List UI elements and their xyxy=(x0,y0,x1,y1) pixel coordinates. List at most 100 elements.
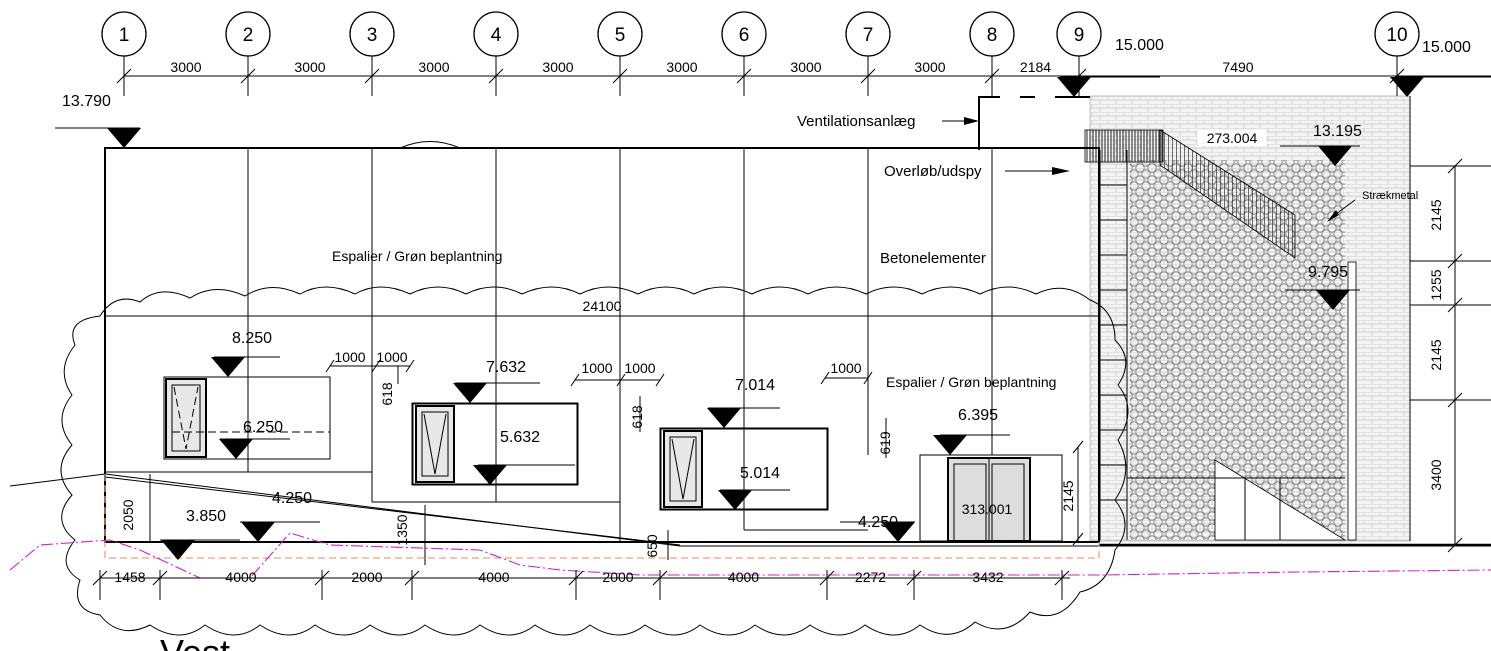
grid-tick-10 xyxy=(1389,68,1405,84)
bottom-dim-1: 1458 xyxy=(114,569,145,585)
window-group-1 xyxy=(163,376,331,460)
elev-roof_left: 13.790 xyxy=(62,93,111,110)
label-overflow: Overløb/udspy xyxy=(884,163,982,180)
room-stair: 273.004 xyxy=(1207,130,1258,146)
side-dim-1: 2145 xyxy=(1428,199,1444,230)
top-dim-3: 3000 xyxy=(418,59,449,75)
expanded-metal-arrowhead xyxy=(1327,210,1339,222)
bottom-dim-5: 2000 xyxy=(602,569,633,585)
terrain-profile xyxy=(9,532,1491,579)
top-dim-2: 3000 xyxy=(294,59,325,75)
grid-label-2: 2 xyxy=(243,25,254,46)
door-group xyxy=(919,454,1063,542)
top-dim-5: 3000 xyxy=(666,59,697,75)
small-dim-650: 650 xyxy=(644,534,660,558)
espalier-cloud-outline xyxy=(60,286,1129,636)
side-dim-3: 2145 xyxy=(1428,339,1444,370)
grid-label-5: 5 xyxy=(615,25,626,46)
elev-marker-win3_top xyxy=(707,408,741,428)
elev-ground_right: 4.250 xyxy=(858,514,898,531)
label-espalier-right: Espalier / Grøn beplantning xyxy=(886,374,1056,390)
top-dim-7: 3000 xyxy=(914,59,945,75)
grid-label-6: 6 xyxy=(739,25,750,46)
win-offset-4: 1000 xyxy=(624,360,655,376)
grid-tick-2 xyxy=(240,68,256,84)
elev-ground_left_upper: 4.250 xyxy=(272,490,312,507)
label-ventilation: Ventilationsanlæg xyxy=(797,113,915,130)
elev-marker-win1_top xyxy=(211,357,245,377)
facade-width: 24100 xyxy=(583,298,622,314)
label-expanded-metal: Strækmetal xyxy=(1362,190,1418,202)
right-column xyxy=(1347,261,1357,541)
elev-win3_top: 7.014 xyxy=(735,377,775,394)
top-dim-9: 7490 xyxy=(1222,59,1253,75)
elev-marker-win2_top xyxy=(453,383,487,403)
win-offset-2: 1000 xyxy=(376,349,407,365)
elev-marker-ground_left_lower xyxy=(161,540,195,560)
grid-label-3: 3 xyxy=(367,25,378,46)
elev-marker-roof_axis9 xyxy=(1057,77,1091,97)
label-espalier-top: Espalier / Grøn beplantning xyxy=(332,248,502,264)
grid-tick-7 xyxy=(860,68,876,84)
facade-step-lines xyxy=(104,471,868,546)
window-dimension-lines xyxy=(149,359,1084,565)
win-offset-3: 1000 xyxy=(581,360,612,376)
elev-win1_bottom: 6.250 xyxy=(243,419,283,436)
small-dim-2050: 2050 xyxy=(120,499,136,530)
elev-marker-roof_axis10 xyxy=(1390,77,1424,97)
grid-tick-3 xyxy=(364,68,380,84)
window-group-3 xyxy=(659,427,829,511)
grid-tick-8 xyxy=(984,68,1000,84)
elev-marker-roof_left xyxy=(107,128,141,148)
bottom-dim-2: 4000 xyxy=(225,569,256,585)
elev-marker-win3_bottom xyxy=(718,490,752,510)
grid-label-10: 10 xyxy=(1386,25,1407,46)
elev-marker-win1_bottom xyxy=(219,439,253,459)
grid-tick-5 xyxy=(612,68,628,84)
elev-door_top: 6.395 xyxy=(958,407,998,424)
elev-mesh_mid: 9.795 xyxy=(1308,264,1348,281)
win-offset-1: 1000 xyxy=(334,349,365,365)
bottom-dim-8: 3432 xyxy=(972,569,1003,585)
elev-win2_bottom: 5.632 xyxy=(500,429,540,446)
elev-win2_top: 7.632 xyxy=(486,359,526,376)
elev-marker-door_top xyxy=(933,435,967,455)
terrain-line xyxy=(9,473,1491,547)
elev-win1_top: 8.250 xyxy=(232,330,272,347)
elev-marker-ground_left_upper xyxy=(241,522,275,542)
elev-ground_left_lower: 3.850 xyxy=(186,508,226,525)
small-dim-619: 619 xyxy=(877,431,893,455)
grid-label-8: 8 xyxy=(987,25,998,46)
win-offset-5: 1000 xyxy=(830,360,861,376)
top-dim-8: 2184 xyxy=(1020,59,1051,75)
right-side-ticks xyxy=(1410,158,1491,553)
bottom-dim-7: 2272 xyxy=(855,569,886,585)
bottom-dim-6: 4000 xyxy=(728,569,759,585)
elev-marker-mesh_mid xyxy=(1316,290,1350,310)
panel-joints-vertical xyxy=(247,148,993,542)
elev-roof_axis10: 15.000 xyxy=(1422,39,1471,56)
label-concrete: Betonelementer xyxy=(880,250,986,267)
window-1-frame xyxy=(165,378,207,458)
top-dim-4: 3000 xyxy=(542,59,573,75)
side-dim-2: 1255 xyxy=(1428,269,1444,300)
grid-tick-1 xyxy=(116,68,132,84)
window-group-2 xyxy=(411,402,579,486)
small-dim-2145: 2145 xyxy=(1060,480,1076,511)
side-dim-4: 3400 xyxy=(1428,459,1444,490)
bottom-dim-4: 4000 xyxy=(478,569,509,585)
room-stair-bg xyxy=(1198,130,1266,146)
elev-roof_axis9: 15.000 xyxy=(1115,37,1164,54)
elev-marker-ground_right xyxy=(881,522,915,542)
bottom-dim-3: 2000 xyxy=(351,569,382,585)
small-dim-618a: 618 xyxy=(379,382,395,406)
overflow-arrowhead xyxy=(1052,167,1070,175)
tower-base-lines xyxy=(1127,477,1345,540)
ventilation-unit xyxy=(978,96,1090,150)
small-dim-1350: 1350 xyxy=(394,514,410,545)
ventilation-arrowhead xyxy=(964,117,979,125)
roof-bump xyxy=(399,141,461,149)
top-dim-1: 3000 xyxy=(170,59,201,75)
grid-tick-6 xyxy=(736,68,752,84)
elev-marker-win2_bottom xyxy=(473,465,507,485)
